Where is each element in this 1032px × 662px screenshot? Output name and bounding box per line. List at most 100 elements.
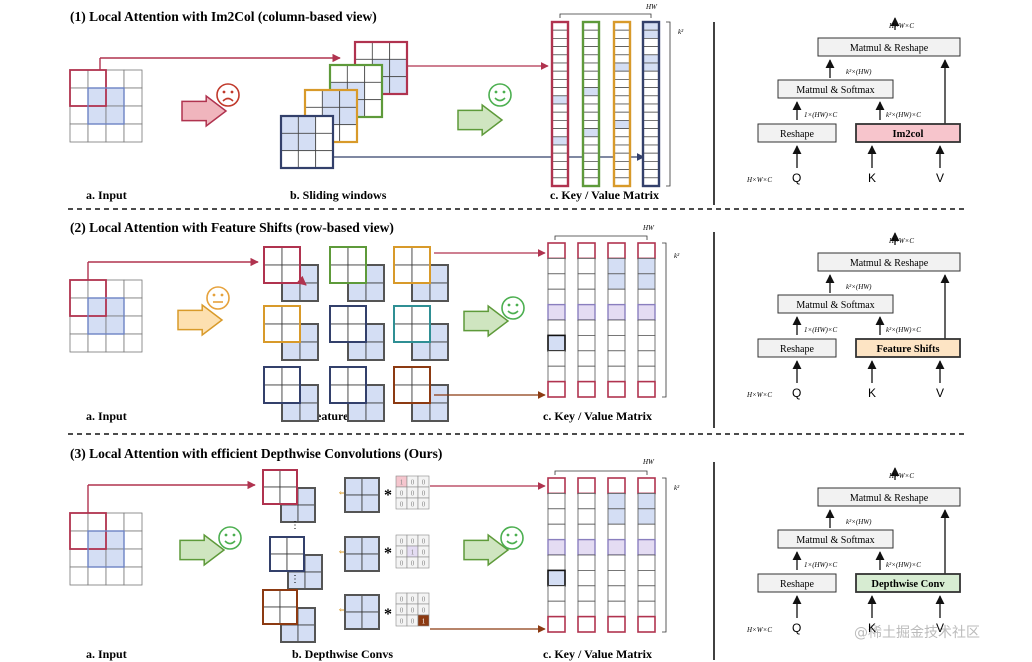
s1-kv-col-2-cell [582,120,600,130]
s2-input-cell [105,279,125,299]
s2-kv-col-3-cell [607,242,626,260]
s3-kernel-2-value: 0 [411,618,415,626]
s2-neutral-face-eye-left [212,293,216,297]
s2-shift-tile-1-cell [347,246,367,266]
s2-shift-tile-2-cell [393,246,413,266]
s2-happy-face-eye-left [507,303,511,307]
s3-kv-col-3-cell [607,554,626,571]
s2-shift-tile-6-cell [263,384,283,404]
s1-kv-col-1-border [550,20,570,188]
s2-shift-base-4-cell [365,323,385,343]
s2-kv-col-3-cell [607,380,626,398]
s3-kernel-1-value: 0 [411,560,415,568]
s2-shift-base-1-cell [365,264,385,284]
s2-input-cell [105,315,125,335]
s3-dw-result-1-cell [344,536,363,555]
s1-window-red-cell [371,41,391,60]
s1-kv-col-3-cell [613,177,631,187]
s2-hw-bracket [554,235,648,240]
s3-flow-matmul-reshape-box [817,487,961,507]
s2-neutral-face [206,286,230,310]
s3-input-cell [87,566,107,586]
s3-kernel-1-value: 0 [400,560,404,568]
s2-shift-tile-5-cell [393,323,413,343]
s1-kv-col-1-cell [551,70,569,80]
s2-input-cell [87,297,107,317]
s1-window-orange-cell [339,89,358,108]
s1-kv-col-2-cell [582,152,600,162]
s2-shift-base-3-cell [299,323,319,343]
s1-kv-col-4-cell [642,21,660,31]
s2-shift-arrow-0 [296,275,307,286]
s1-kv-col-4-cell [642,29,660,39]
s1-k2-label: k² [678,28,684,36]
s3-kv-col-1-cell [547,585,566,602]
s2-kv-col-2-cell [577,380,596,398]
s1-kv-col-3-cell [613,144,631,154]
s2-shift-base-8-cell [429,384,449,404]
s3-kernel-1-value: 0 [400,549,404,557]
s1-input-cell [87,123,107,143]
s1-kv-col-3-cell [613,169,631,179]
s1-happy-face-mouth [494,97,506,102]
s2-kv-col-2-cell [577,350,596,367]
s3-dw-tile-0-cell [279,486,298,505]
s3-dw-tile-0-border [262,469,298,505]
s1-window-red-cell [389,58,408,78]
s2-kv-col-1-cell [547,319,566,336]
s2-flow-right-label: k²×(HW)×C [886,326,921,334]
s1-kv-col-3-cell [613,38,631,48]
s3-dw-result-0-cell [361,477,380,496]
s3-kv-col-3-cell [607,615,626,633]
s3-dw-tile-1-border [269,536,305,572]
s3-dw-base-2-cell [297,607,316,626]
s1-kv-col-4-cell [642,38,660,48]
s3-kernel-0-value: 1 [400,479,404,487]
s1-window-orange-cell [304,89,323,108]
s3-dw-result-0-cell [344,494,363,513]
s2-shift-tile-2-cell [411,246,431,266]
s2-shift-tile-6-cell [263,366,283,386]
s1-flow-matmul-softmax-box [777,79,894,99]
s1-sad-face-mouth [222,97,234,102]
s2-kv-col-4-cell [637,288,656,306]
s1-window-navy-cell [315,115,334,134]
s2-shift-base-1-cell [347,282,367,302]
s3-happy-face-2-mouth [506,540,518,545]
s1-kv-col-2-cell [582,62,600,72]
s2-kv-col-1-cell [547,288,566,306]
s1-window-orange-cell [321,89,341,108]
s1-kv-col-3-cell [613,136,631,146]
s2-kv-col-4-cell [637,365,656,383]
s2-kv-col-3-cell [607,273,626,290]
s1-flow-matmul-reshape-box [817,37,961,57]
s1-kv-col-2-cell [582,169,600,179]
s2-good-arrow [463,304,510,338]
s3-kv-col-2-cell [577,554,596,571]
s2-shift-tile-1-border [329,246,367,284]
s3-dw-result-2-cell [344,611,363,630]
s1-flow-op-box-label: Im2col [893,129,924,140]
s1-kv-col-3-cell [613,46,631,56]
s2-kv-col-1-cell [547,242,566,260]
s3-kernel-2-value: 0 [422,607,426,615]
s2-shift-tile-0-cell [281,264,301,284]
s3-kernel-1-value: 0 [422,538,426,546]
s1-window-green-cell [364,64,383,83]
s2-shift-tile-7-cell [347,384,367,404]
s2-kv-col-4-cell [637,350,656,367]
s1-kv-col-2-cell [582,111,600,121]
s3-kv-col-4-cell [637,492,656,510]
s2-shift-tile-5-border [393,305,431,343]
s2-kv-col-2-cell [577,257,596,275]
s1-input-cell [105,105,125,125]
s1-window-red-cell [389,76,408,95]
s1-kv-col-3-cell [613,120,631,130]
s1-kv-col-2-cell [582,21,600,31]
s3-kv-col-3-cell [607,492,626,510]
s2-shift-tile-1-cell [347,264,367,284]
s3-kv-col-3-cell [607,508,626,525]
s1-kv-col-1-cell [551,169,569,179]
s2-neutral-face-eye-right [220,293,224,297]
s1-window-navy-cell [297,132,317,152]
